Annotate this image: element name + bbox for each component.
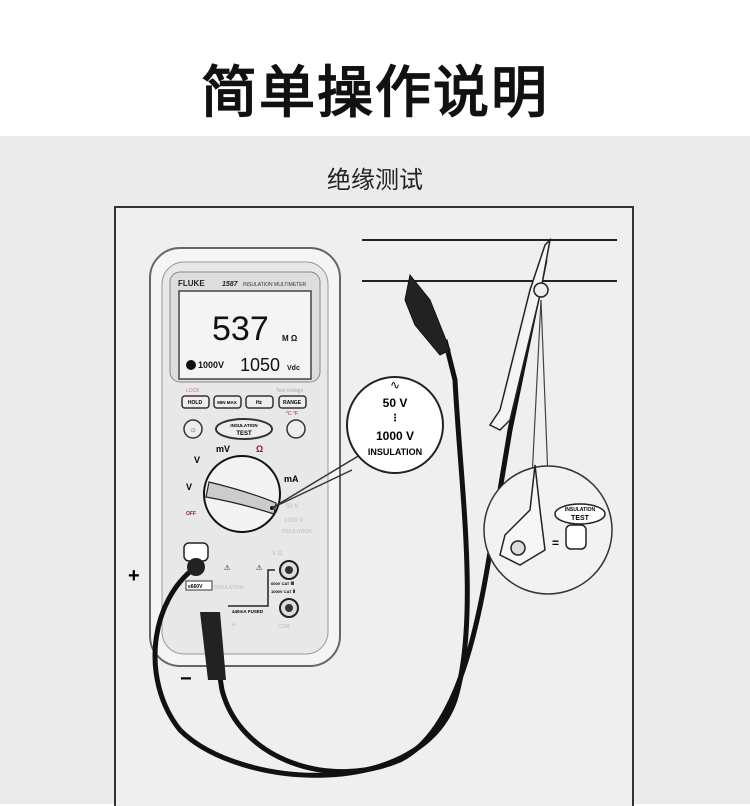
lcd-display (178, 290, 312, 380)
illustration-label: 1000 V (376, 429, 414, 443)
display-secondary-unit: Vdc (287, 365, 300, 372)
dial-pointer (205, 481, 277, 515)
dial-label-ohm: Ω (256, 444, 263, 454)
dial-label-ma: mA (284, 474, 299, 484)
illustration-shape (533, 282, 549, 298)
illustration-label: V Ω (272, 551, 283, 557)
model-label: 1587 (222, 281, 239, 288)
multimeter: FLUKE 1587 INSULATION MULTIMETER 537 M Ω… (149, 247, 341, 667)
lead-plug (200, 612, 226, 680)
illustration-label: INSULATION (214, 585, 244, 591)
illustration-shape (499, 464, 546, 566)
illustration-label: TEST (236, 431, 252, 437)
range-callout (346, 376, 444, 474)
display-unit: M Ω (282, 334, 298, 343)
illustration-label: Hz (256, 400, 263, 406)
illustration-label: ≤660V (188, 584, 203, 590)
alligator-clip (404, 273, 451, 356)
illustration-shape (540, 299, 549, 479)
plus-label: + (128, 565, 140, 587)
minus-label: − (180, 668, 192, 690)
illustration-shape (187, 558, 205, 576)
section-subtitle: 绝缘测试 (327, 166, 423, 194)
hz-button[interactable] (245, 395, 274, 409)
probe-button-inset (483, 465, 613, 595)
jack-label-a: A (232, 622, 236, 628)
illustration-label: 50 V (383, 396, 408, 410)
illustration-shape (510, 540, 526, 556)
illustration-label: 1000 V (284, 518, 303, 524)
temp-label: °C °F (286, 411, 298, 417)
display-test-voltage: 1000V (198, 360, 224, 370)
function-buttons: HOLD MIN MAX Hz RANGE °C °F (181, 395, 307, 417)
dial-label-vdc: V (194, 455, 200, 465)
illustration-label: 440mA FUSED (232, 609, 264, 614)
illustration-label: 600V CAT Ⅲ (271, 581, 294, 586)
illustration-shape (185, 580, 213, 591)
illustration-label: RANGE (283, 400, 302, 406)
page-title: 简单操作说明 (201, 61, 549, 126)
illustration-label: ⚠ (256, 564, 263, 572)
lock-label: LOCK (186, 388, 200, 394)
illustration-shape (271, 469, 353, 509)
dial-label-vac: V (186, 482, 192, 492)
minmax-button[interactable] (213, 395, 242, 409)
illustration-label: INSULATION (282, 529, 312, 535)
illustration-shape (531, 299, 542, 479)
illustration-label: MIN MAX (217, 400, 237, 405)
illustration-label: 50 V (286, 504, 298, 510)
brand-label: FLUKE (178, 279, 205, 288)
illustration-shape (285, 604, 293, 612)
test-badge-icon (186, 360, 196, 370)
illustration-label: ⚠ (224, 564, 231, 572)
waveform-icon: ∿ (390, 378, 400, 392)
hold-button[interactable] (181, 395, 210, 409)
illustration-label: HOLD (188, 400, 203, 406)
display-secondary-reading: 1050 (240, 355, 280, 375)
range-button[interactable] (278, 395, 307, 409)
illustration-shape (285, 566, 293, 574)
blue-button[interactable] (286, 419, 306, 439)
dial-label-off: OFF (186, 511, 196, 517)
illustration-label: INSULATION (230, 423, 257, 428)
illustration-label: 1000V CAT Ⅱ (271, 589, 296, 594)
equals-sign: = (552, 536, 559, 550)
illustration-label: INSULATION (368, 447, 422, 457)
test-probe (488, 237, 552, 431)
test-voltage-label: Test Voltage (276, 388, 303, 394)
illustration-label: TEST (571, 515, 590, 522)
illustration-label: INSULATION (565, 507, 596, 513)
illustration-label: COM (278, 624, 290, 630)
illustration-shape (554, 503, 606, 525)
model-desc: INSULATION MULTIMETER (243, 282, 307, 288)
backlight-button[interactable] (183, 419, 203, 439)
dial-label-mv: mV (216, 444, 230, 454)
illustration-label: ⋮ (390, 413, 400, 424)
backlight-icon: ☼ (189, 425, 196, 434)
probe-test-lead (207, 259, 548, 775)
insulation-test-button[interactable] (215, 418, 273, 440)
illustration-shape (271, 454, 361, 509)
probe-test-button-icon (565, 524, 587, 550)
display-main-reading: 537 (212, 310, 269, 348)
illustration-shape (228, 569, 275, 607)
